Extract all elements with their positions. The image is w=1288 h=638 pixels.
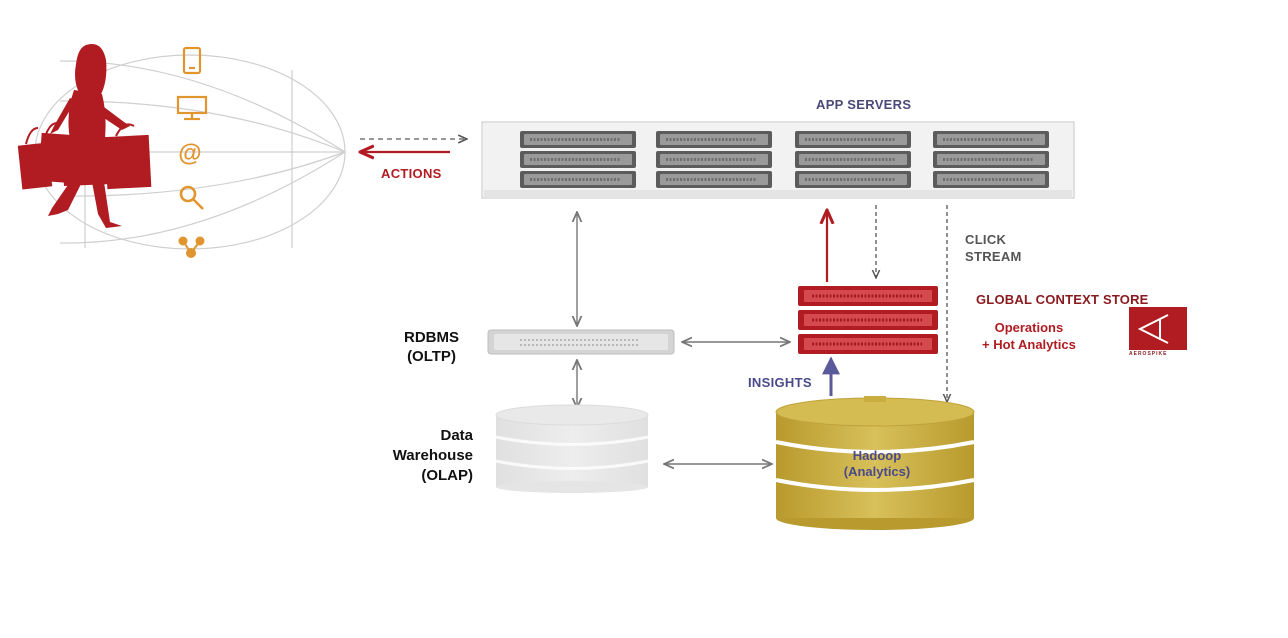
rdbms-server [487,329,675,355]
server-unit [795,131,911,148]
server-unit [656,131,772,148]
context-server-unit [798,286,938,306]
server-unit [795,151,911,168]
server-unit [520,171,636,188]
server-unit [656,171,772,188]
context-server-unit [798,310,938,330]
aerospike-logo [1129,307,1187,350]
server-unit [933,151,1049,168]
app-servers-label: APP SERVERS [816,97,912,112]
operations-label: Operations + Hot Analytics [982,320,1076,352]
data-warehouse-cylinder [495,404,649,493]
global-context-store-servers [798,286,938,354]
share-icon [178,236,205,258]
server-unit [795,171,911,188]
app-servers-rack [481,121,1075,199]
actions-label: ACTIONS [381,166,442,181]
click-stream-label: CLICK STREAM [965,232,1022,264]
svg-text:@: @ [178,140,201,167]
search-icon [179,185,204,210]
global-context-store-label: GLOBAL CONTEXT STORE [976,292,1149,307]
hadoop-label: Hadoop (Analytics) [843,448,911,479]
hadoop-cylinder [775,396,975,530]
desktop-icon [176,95,208,121]
context-server-unit [798,334,938,354]
mobile-icon [182,46,202,75]
rdbms-label: RDBMS (OLTP) [404,329,459,365]
server-unit [933,171,1049,188]
shopper-icon [17,44,152,228]
server-unit [656,151,772,168]
insights-label: INSIGHTS [748,375,812,390]
server-unit [933,131,1049,148]
at-sign-icon: @ [178,140,201,167]
server-unit [520,151,636,168]
server-unit [520,131,636,148]
aerospike-wordmark: AEROSPIKE [1129,351,1168,357]
data-warehouse-label: Data Warehouse (OLAP) [392,427,473,484]
